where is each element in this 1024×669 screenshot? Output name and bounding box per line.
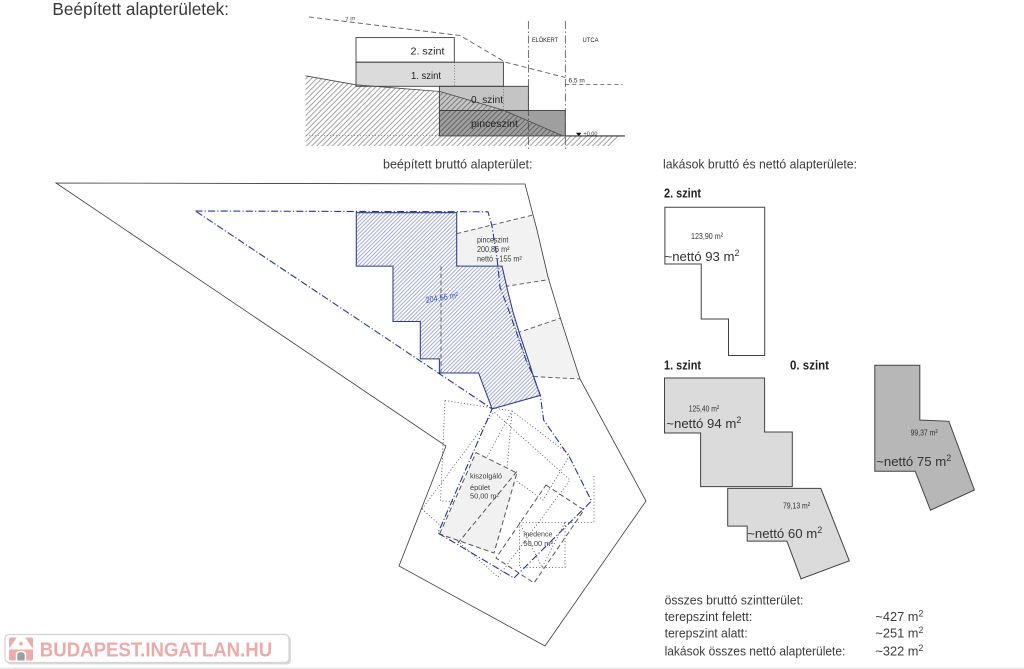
svg-text:50,00 m²: 50,00 m² (470, 491, 500, 500)
svg-text:2. szint: 2. szint (664, 187, 702, 201)
svg-text:~nettó 94 m2: ~nettó 94 m2 (666, 415, 741, 431)
svg-text:6,5 m: 6,5 m (569, 78, 585, 85)
svg-text:nettó ~155 m²: nettó ~155 m² (477, 255, 522, 264)
svg-text:medence: medence (523, 530, 552, 539)
svg-text:UTCA: UTCA (583, 38, 599, 44)
svg-text:terepszint felett:: terepszint felett: (665, 609, 753, 624)
svg-text:0. szint: 0. szint (471, 94, 503, 106)
svg-text:kiszolgáló: kiszolgáló (470, 472, 502, 481)
svg-text:7 m: 7 m (345, 16, 356, 23)
svg-text:0. szint: 0. szint (790, 359, 830, 373)
svg-text:BUDAPEST.INGATLAN.HU: BUDAPEST.INGATLAN.HU (40, 639, 272, 662)
svg-text:123,90 m²: 123,90 m² (691, 231, 723, 241)
svg-text:Beépített alapterületek:: Beépített alapterületek: (52, 0, 229, 19)
svg-text:~nettó 75 m2: ~nettó 75 m2 (876, 453, 951, 469)
svg-text:50,00 m²: 50,00 m² (523, 539, 553, 548)
svg-text:1. szint: 1. szint (664, 359, 702, 373)
svg-text:~251 m2: ~251 m2 (875, 625, 923, 640)
svg-text:~322 m2: ~322 m2 (875, 643, 923, 658)
svg-text:1. szint: 1. szint (411, 70, 441, 82)
svg-text:2. szint: 2. szint (411, 46, 445, 58)
svg-text:ELŐKERT: ELŐKERT (532, 37, 558, 44)
svg-text:79,13 m²: 79,13 m² (783, 501, 810, 511)
svg-text:~nettó 60 m2: ~nettó 60 m2 (747, 525, 822, 541)
svg-text:~nettó 93 m2: ~nettó 93 m2 (665, 248, 740, 264)
svg-text:összes bruttó szintterület:: összes bruttó szintterület: (665, 593, 804, 608)
svg-text:beépített bruttó alapterület:: beépített bruttó alapterület: (383, 157, 533, 172)
svg-text:~427 m2: ~427 m2 (875, 609, 923, 624)
svg-text:99,37 m²: 99,37 m² (911, 427, 938, 437)
svg-text:pinceszint: pinceszint (477, 236, 509, 245)
svg-text:épület: épület (470, 483, 490, 492)
svg-text:+0,00: +0,00 (584, 131, 598, 137)
svg-text:terepszint alatt:: terepszint alatt: (665, 626, 748, 641)
svg-text:125,40 m²: 125,40 m² (689, 404, 720, 414)
svg-text:pinceszint: pinceszint (471, 118, 518, 130)
svg-text:lakások összes nettó alapterül: lakások összes nettó alapterülete: (665, 644, 846, 659)
svg-text:200,86 m²: 200,86 m² (477, 245, 510, 254)
svg-text:lakások bruttó és nettó alapte: lakások bruttó és nettó alapterülete: (663, 157, 857, 172)
